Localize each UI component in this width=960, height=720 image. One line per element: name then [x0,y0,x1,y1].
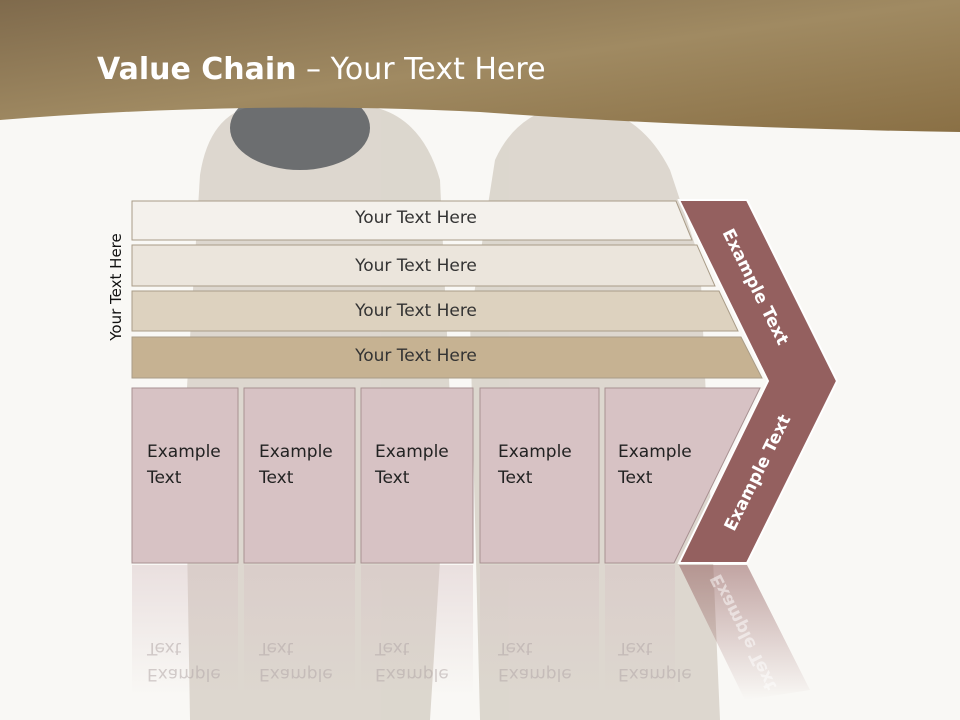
box-5-shape [604,387,761,564]
box-1-text: Example Text [147,439,221,491]
bar-4-label: Your Text Here [355,346,477,366]
box-4-reflection-line2: Text [498,638,533,658]
bar-2-label: Your Text Here [355,256,477,276]
box-5-reflection [605,565,675,695]
box-5-reflection-line2: Text [618,638,653,658]
bar-1-shape [131,200,693,241]
box-5-line2: Text [618,468,653,488]
box-3-reflection [361,565,473,695]
bar-2-shape [131,244,716,287]
box-1-shape [131,387,239,564]
box-3-line1: Example [375,442,449,462]
box-2-line1: Example [259,442,333,462]
box-2-reflection-text: Example Text [259,635,333,687]
box-3-line2: Text [375,468,410,488]
box-3-text: Example Text [375,439,449,491]
box-3-reflection-line1: Example [375,664,449,684]
box-1-reflection-text: Example Text [147,635,221,687]
box-1-reflection-line2: Text [147,638,182,658]
box-2-reflection [244,565,355,695]
bar-4-shape [131,336,763,379]
box-3-reflection-text: Example Text [375,635,449,687]
box-1-line1: Example [147,442,221,462]
box-5-line1: Example [618,442,692,462]
box-4-reflection [480,565,599,695]
box-2-reflection-line1: Example [259,664,333,684]
bar-3-shape [131,290,739,332]
title-bold: Value Chain [97,52,297,87]
box-2-line2: Text [259,468,294,488]
title-rest: – Your Text Here [296,52,546,87]
box-3-reflection-line2: Text [375,638,410,658]
slide-title: Value Chain – Your Text Here [97,52,546,87]
chevron-reflection [679,565,810,700]
bar-3-label: Your Text Here [355,301,477,321]
box-4-line2: Text [498,468,533,488]
box-4-line1: Example [498,442,572,462]
box-5-reflection-text: Example Text [618,635,692,687]
box-2-shape [243,387,356,564]
box-1-line2: Text [147,468,182,488]
box-4-shape [479,387,600,564]
box-2-text: Example Text [259,439,333,491]
box-4-reflection-text: Example Text [498,635,572,687]
box-4-text: Example Text [498,439,572,491]
box-4-reflection-line1: Example [498,664,572,684]
header-band [0,0,960,132]
vertical-axis-label: Your Text Here [107,233,125,341]
box-1-reflection [132,565,238,695]
box-1-reflection-line1: Example [147,664,221,684]
bar-1-label: Your Text Here [355,208,477,228]
chevron-shape [677,199,839,564]
box-2-reflection-line2: Text [259,638,294,658]
box-5-reflection-line1: Example [618,664,692,684]
box-3-shape [360,387,474,564]
box-5-text: Example Text [618,439,692,491]
